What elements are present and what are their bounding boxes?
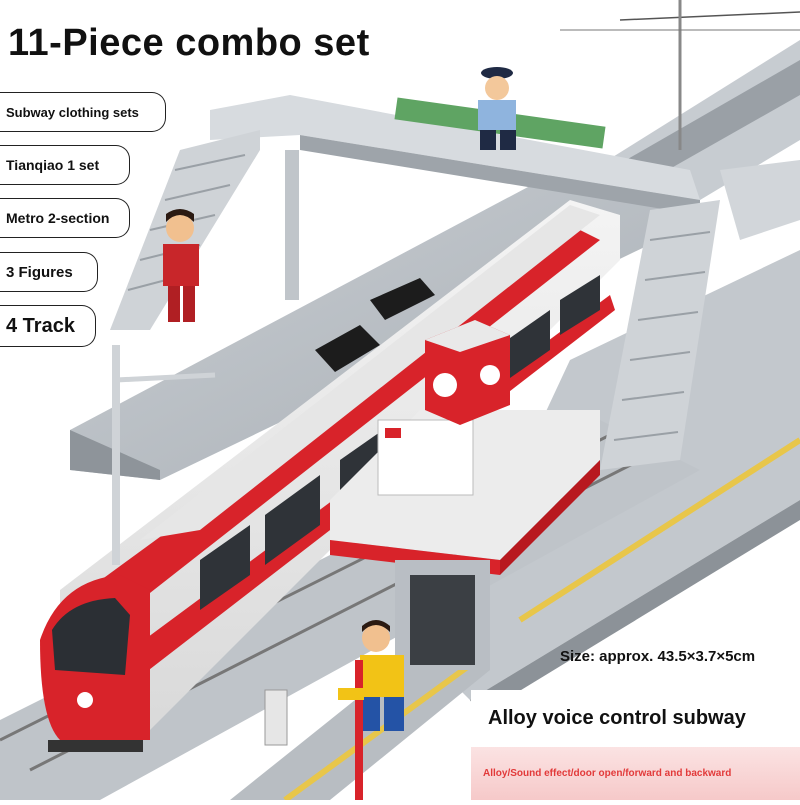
figure-conductor [478,67,516,150]
product-name-banner: Alloy voice control subway [471,690,800,747]
feature-tag-track: 4 Track [0,305,96,347]
feature-caption: Alloy/Sound effect/door open/forward and… [471,747,800,800]
figure-woman [163,209,199,322]
headline: 11-Piece combo set [8,22,370,64]
station-kiosk [330,320,600,670]
size-label: Size: approx. 43.5×3.7×5cm [560,648,756,665]
feature-tag-metro: Metro 2-section [0,198,130,238]
feature-tag-figures: 3 Figures [0,252,98,292]
figure-worker [360,620,404,731]
catenary-wires [560,0,800,150]
feature-tag-clothing: Subway clothing sets [0,92,166,132]
feature-tag-bridge: Tianqiao 1 set [0,145,130,185]
signal-post [338,660,364,800]
lamp-posts [112,345,288,746]
